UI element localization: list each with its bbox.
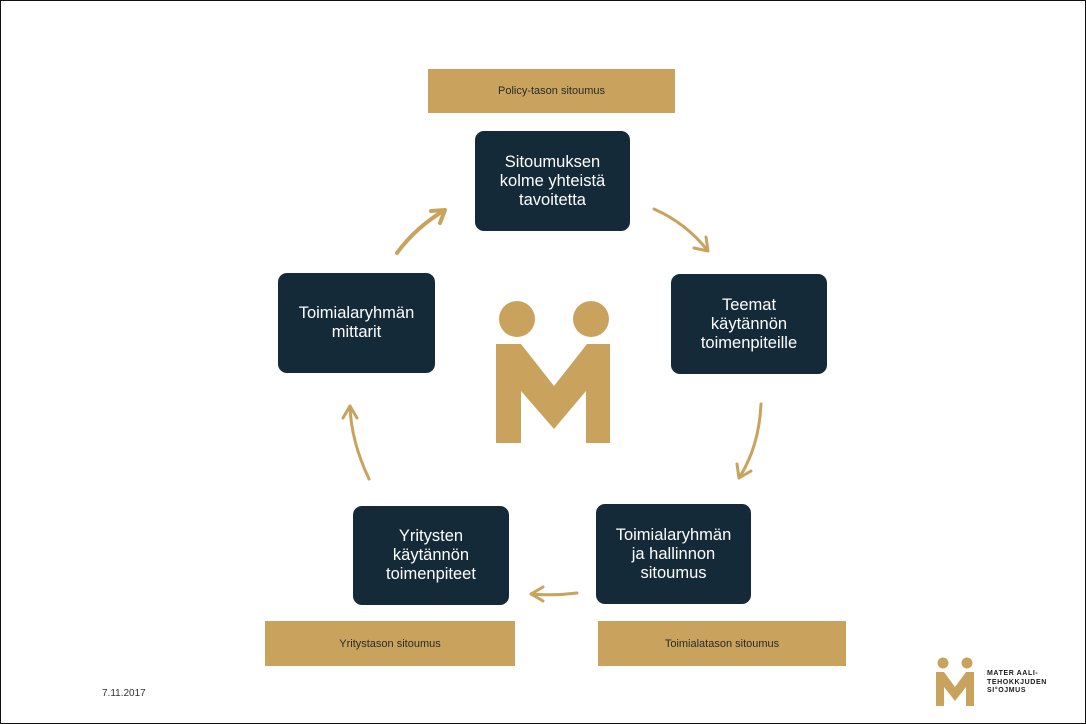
- company-actions-box: Yritysten käytännön toimenpiteet: [353, 506, 509, 605]
- corner-m-logo: [936, 657, 974, 706]
- date-label: 7.11.2017: [102, 688, 146, 699]
- arrow-metrics-to-goals: [395, 208, 447, 255]
- metrics-box: Toimialaryhmän mittarit: [278, 273, 435, 373]
- arrow-company-to-metrics: [341, 404, 371, 481]
- arrow-industry-to-company: [529, 585, 579, 603]
- themes-box: Teemat käytännön toimenpiteille: [671, 274, 827, 374]
- industry-level-tag: Toimialatason sitoumus: [598, 621, 846, 666]
- logo-text: MATER AALI- TEHOKKJUDEN SI°OJMUS: [987, 670, 1047, 694]
- industry-commitment-box: Toimialaryhmän ja hallinnon sitoumus: [596, 504, 751, 604]
- arrow-goals-to-themes: [652, 207, 710, 253]
- company-level-tag: Yritystason sitoumus: [265, 621, 515, 666]
- logo-dot-left: [499, 301, 535, 337]
- logo-dot-right: [573, 301, 609, 337]
- logo-m-shape: [496, 344, 610, 443]
- arrow-themes-to-industry: [735, 402, 763, 480]
- corner-logo-dot-left: [937, 657, 949, 669]
- policy-level-tag: Policy-tason sitoumus: [428, 69, 675, 113]
- center-m-logo: [496, 301, 610, 443]
- corner-logo-m-shape: [936, 672, 974, 706]
- corner-logo-dot-right: [961, 657, 973, 669]
- goals-box: Sitoumuksen kolme yhteistä tavoitetta: [475, 131, 630, 231]
